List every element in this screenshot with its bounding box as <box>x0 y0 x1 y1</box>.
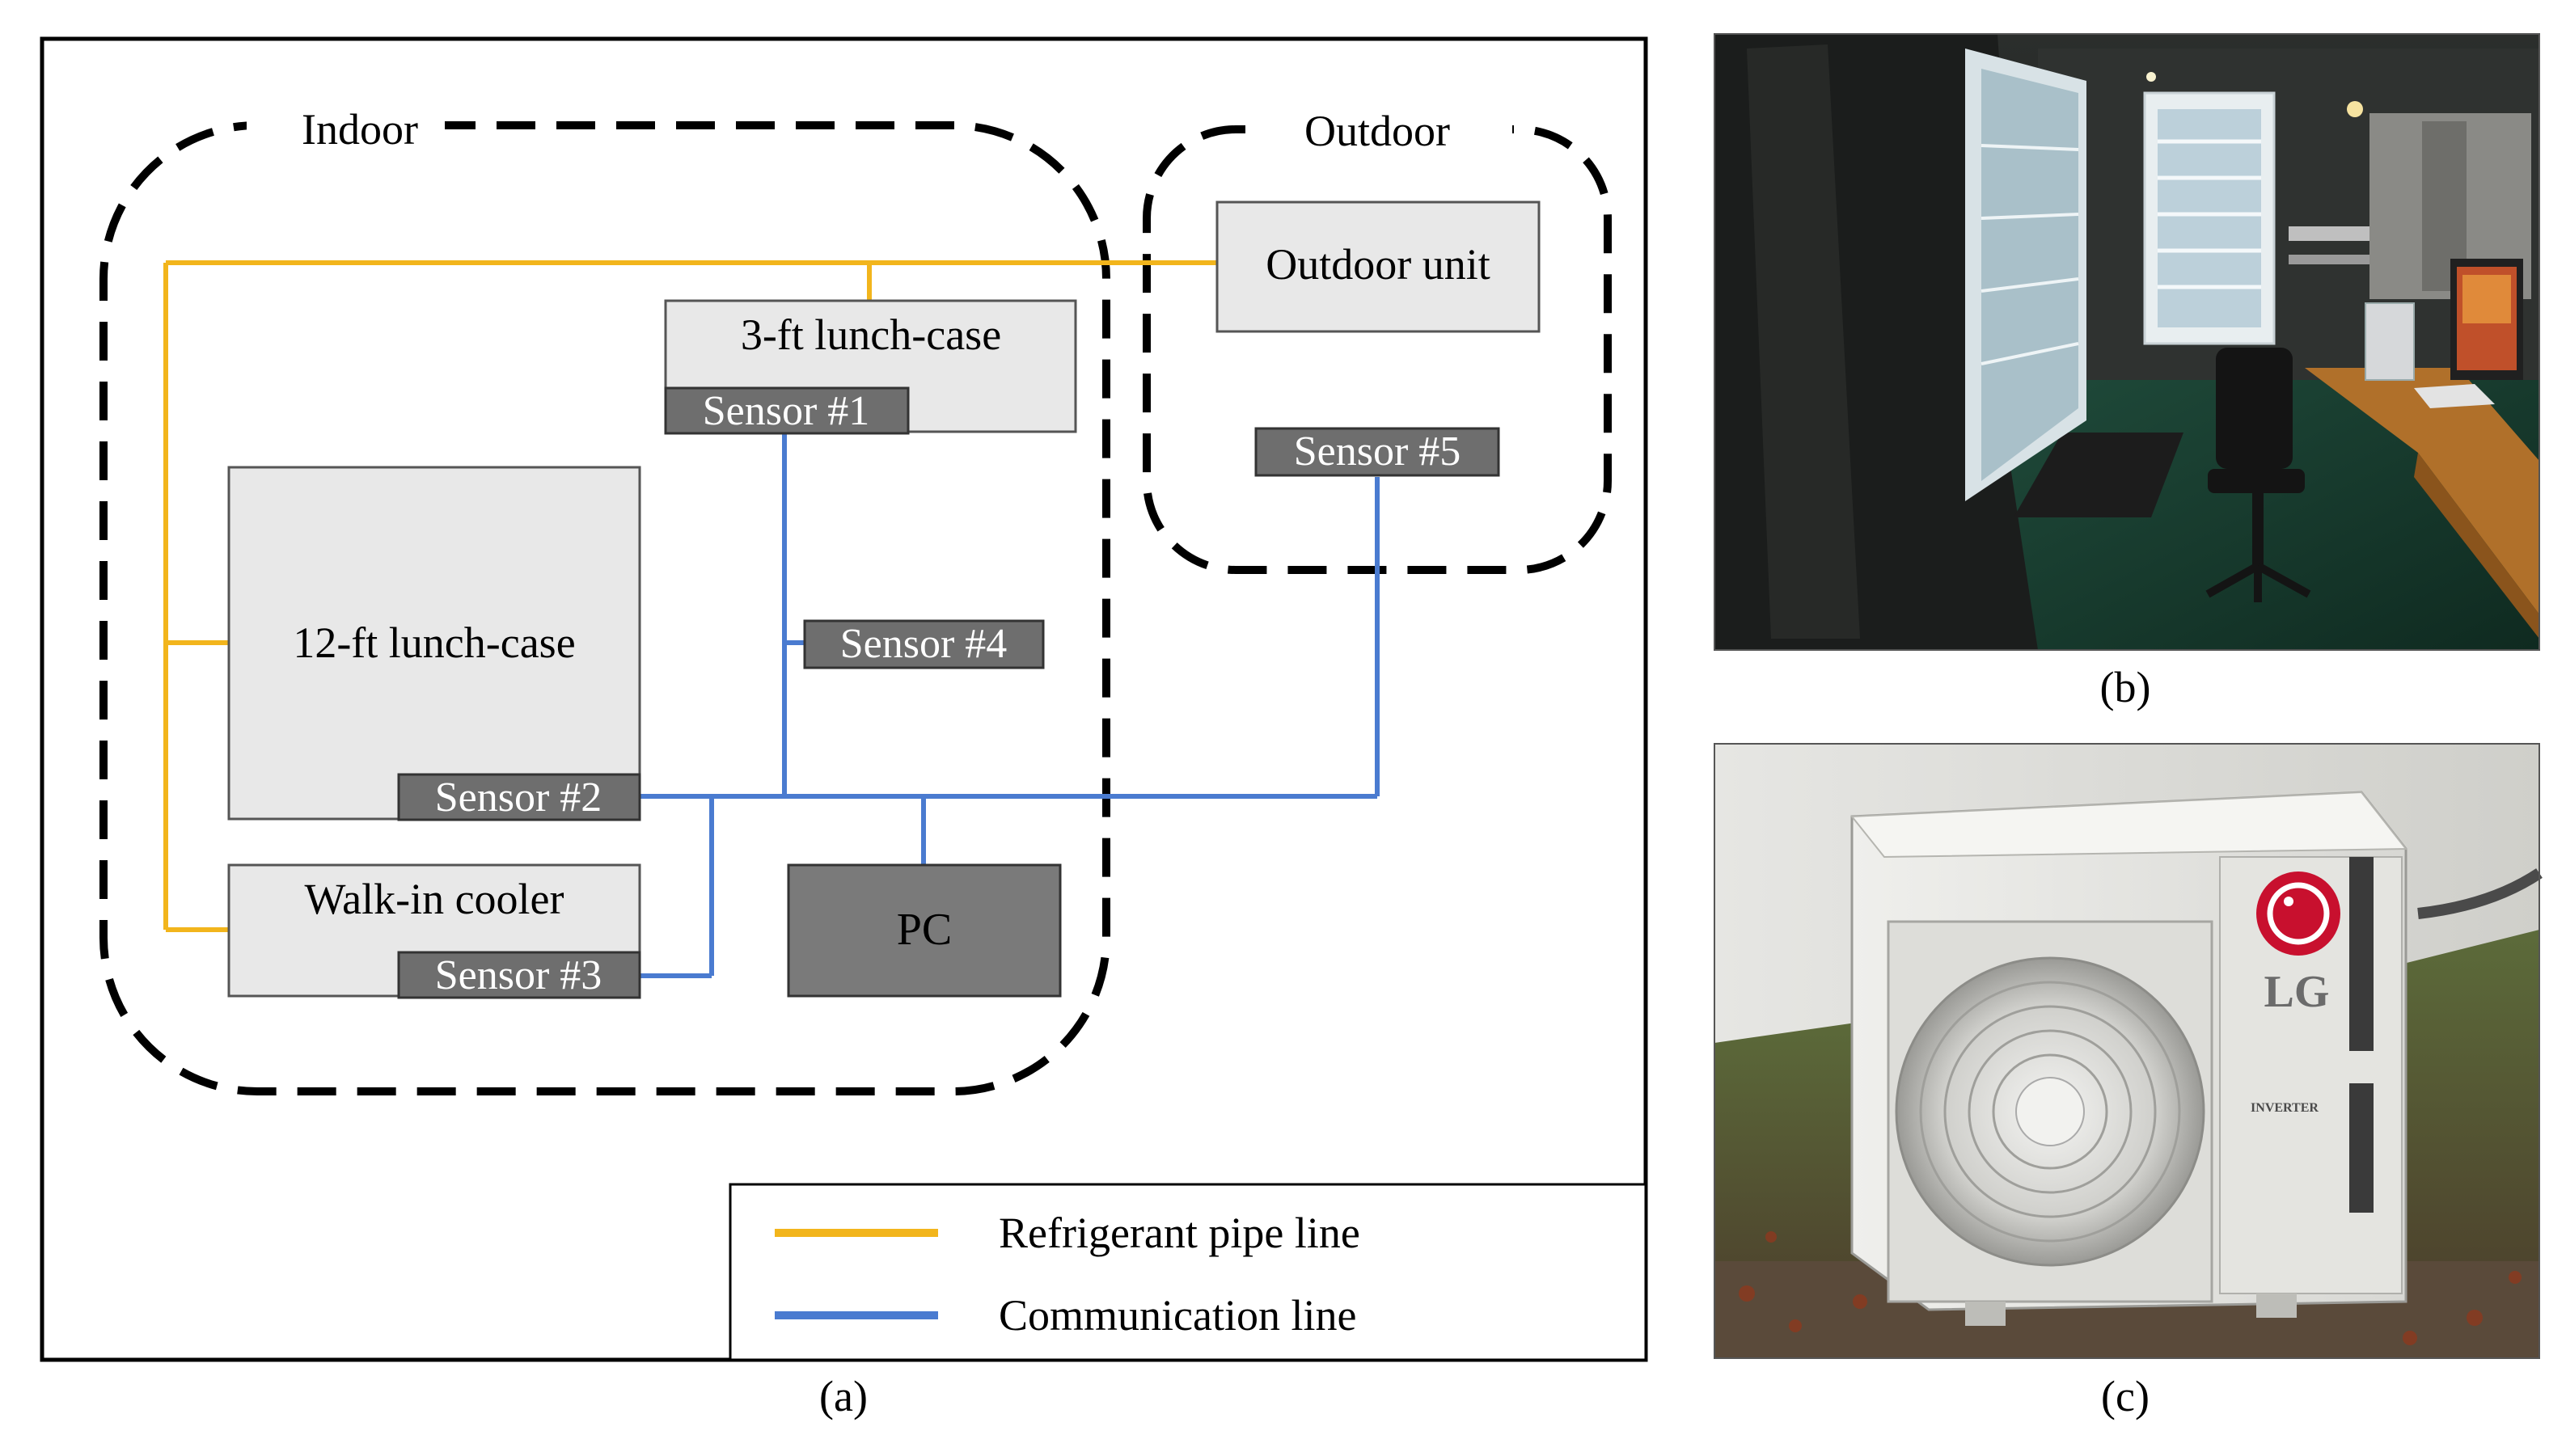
sensor-5-box <box>1254 427 1500 477</box>
sensor-4-label: Sensor #4 <box>840 621 1008 667</box>
legend-frame <box>729 1183 1647 1361</box>
panel-b-photo: (b) <box>1714 33 2540 711</box>
outdoor-label: Outdoor <box>1304 107 1450 155</box>
legend-communication-label: Communication line <box>999 1291 1356 1340</box>
inverter-text: INVERTER <box>2251 1101 2319 1115</box>
pc-box <box>787 863 1062 998</box>
legend-refrigerant-label: Refrigerant pipe line <box>999 1209 1360 1257</box>
refrigerant-lines <box>163 260 1217 932</box>
sensor-2-box <box>397 773 641 821</box>
ceiling-light <box>2347 101 2363 117</box>
communication-lines <box>640 434 1380 978</box>
lunch-case-12ft-box <box>227 466 641 821</box>
desk <box>2305 368 2539 614</box>
sensor-1-box <box>664 386 910 435</box>
legend: Refrigerant pipe line Communication line <box>729 1183 1647 1361</box>
fan-hub <box>2015 1077 2085 1146</box>
sensor-3-box <box>397 951 641 999</box>
floor-mat <box>2014 433 2183 517</box>
sensor-3-label: Sensor #3 <box>435 952 602 998</box>
caption-c: (c) <box>2101 1372 2150 1420</box>
lunch-case-12ft-label: 12-ft lunch-case <box>293 618 575 667</box>
indoor-region <box>99 121 1110 1095</box>
lunch-case-3ft-label: 3-ft lunch-case <box>741 310 1001 359</box>
office-chair <box>2205 348 2311 602</box>
walk-in-cooler-label: Walk-in cooler <box>304 875 564 923</box>
indoor-label: Indoor <box>302 105 418 154</box>
caption-b: (b) <box>2100 663 2151 711</box>
panel-c-photo: LG INVERTER (c) <box>1714 743 2543 1420</box>
pc-tower <box>2365 302 2415 381</box>
outdoor-unit-label: Outdoor unit <box>1266 240 1490 289</box>
sensor-5-label: Sensor #5 <box>1294 428 1461 475</box>
panel-a-diagram: Indoor Outdoor Outdoor unit Sensor <box>40 36 1648 1420</box>
sensor-2-label: Sensor #2 <box>435 774 602 821</box>
sensor-4-box <box>803 619 1045 669</box>
lg-brand-text: LG <box>2264 967 2330 1017</box>
outdoor-unit-box <box>1215 200 1541 333</box>
pc-label: PC <box>897 905 953 955</box>
caption-a: (a) <box>819 1372 868 1420</box>
sensor-1-label: Sensor #1 <box>703 388 870 434</box>
